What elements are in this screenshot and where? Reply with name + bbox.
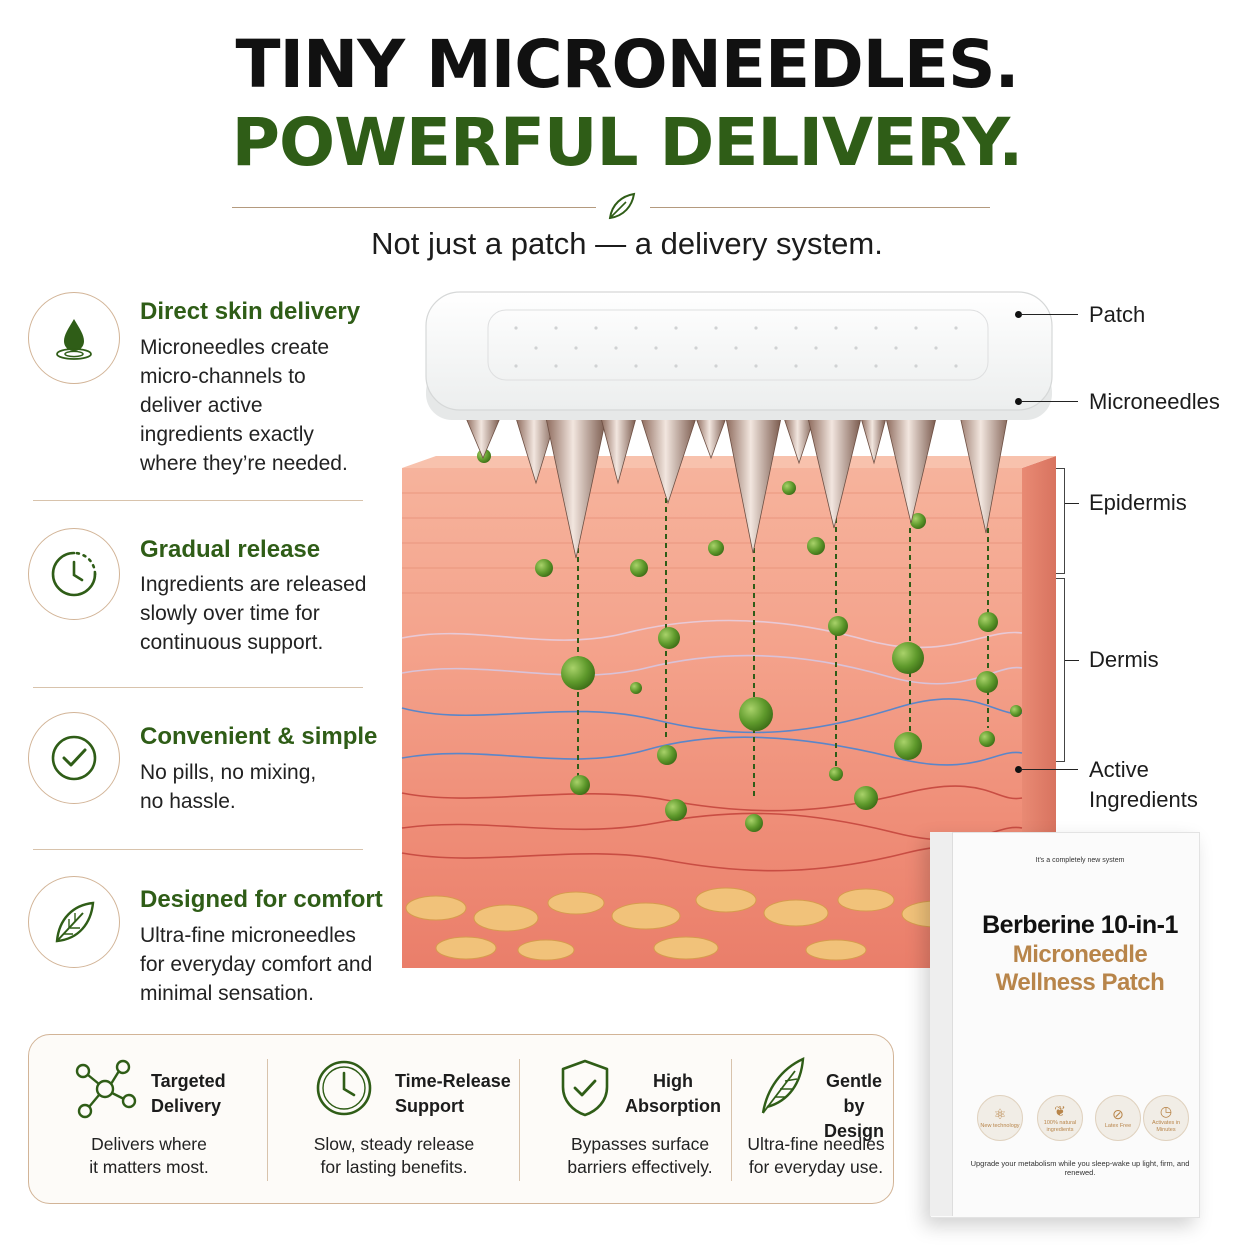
epidermis-bracket [1056, 468, 1065, 574]
box-tagline: It's a completely new system [1035, 857, 1125, 864]
box-product-name-line-3: Wellness Patch [995, 969, 1165, 996]
box-product-name-line-2: Microneedle [1012, 941, 1148, 968]
header-divider-left [232, 207, 596, 208]
epidermis-pointer-line [1065, 503, 1079, 504]
skin-diagram [401, 291, 1056, 968]
benefit-title: Time-Release Support [395, 1071, 511, 1116]
benefit-title: High Absorption [625, 1071, 721, 1116]
ingredients-pointer-dot [1015, 766, 1022, 773]
benefit-title: Targeted Delivery [151, 1071, 226, 1116]
dermis-pointer-line [1065, 660, 1079, 661]
box-badge-label: Latex Free [1104, 1123, 1132, 1129]
feature-title: Direct skin delivery [140, 298, 361, 325]
microneedles-pointer-line [1020, 401, 1078, 402]
benefit-description: Bypasses surface barriers effectively. [567, 1134, 713, 1177]
dermis-bracket [1056, 578, 1065, 762]
patch-pointer-line [1020, 314, 1078, 315]
timer-icon: ◷ [1159, 1102, 1173, 1119]
clock-icon [51, 551, 97, 597]
product-box: It's a completely new system Berberine 1… [930, 832, 1200, 1218]
box-footer-text: Upgrade your metabolism while you sleep-… [970, 1159, 1190, 1177]
box-badge: ⊘ Latex Free [1095, 1095, 1141, 1141]
box-product-name-line-1: Berberine 10-in-1 [982, 911, 1178, 939]
feature-divider [33, 500, 363, 501]
benefit-description: Ultra-fine needles for everyday use. [747, 1134, 885, 1177]
label-epidermis: Epidermis [1089, 490, 1187, 515]
box-badge: ⚛ New technology [977, 1095, 1023, 1141]
feature-description: No pills, no mixing, no hassle. [140, 761, 317, 813]
leaf-icon: ❦ [1054, 1102, 1066, 1119]
subtitle: Not just a patch — a delivery system. [371, 226, 883, 261]
droplet-icon [56, 319, 92, 360]
feature-title: Convenient & simple [140, 723, 378, 750]
leaf-icon [608, 192, 636, 220]
label-patch: Patch [1089, 302, 1146, 327]
patch-pointer-dot [1015, 311, 1022, 318]
shield-check-icon [561, 1059, 609, 1117]
benefit-separator [519, 1059, 520, 1181]
microneedles [465, 397, 1012, 559]
dermis-fibers [401, 619, 1023, 872]
feather-icon [761, 1057, 805, 1114]
ingredients-pointer-line [1020, 769, 1078, 770]
no-latex-icon: ⊘ [1112, 1106, 1124, 1122]
feature-icon-circle [28, 876, 120, 968]
feature-icon-circle [28, 712, 120, 804]
benefit-separator [267, 1059, 268, 1181]
benefit-description: Slow, steady release for lasting benefit… [313, 1134, 475, 1177]
feature-description: Microneedles create micro-channels to de… [140, 336, 348, 475]
benefit-title: Gentle by Design [823, 1071, 884, 1141]
benefit-description: Delivers where it matters most. [89, 1134, 209, 1177]
box-badge-label: Activates in Minutes [1151, 1119, 1181, 1133]
box-badge-label: 100% natural ingredients [1043, 1119, 1077, 1133]
skin-block-top [402, 456, 1056, 468]
label-dermis: Dermis [1089, 647, 1159, 672]
benefits-strip: Targeted Delivery Delivers where it matt… [28, 1034, 894, 1204]
feature-icon-circle [28, 292, 120, 384]
headline-line-2: POWERFUL DELIVERY. [231, 104, 1024, 181]
header-divider-right [650, 207, 990, 208]
leaf-icon [55, 901, 95, 943]
feature-icon-circle [28, 528, 120, 620]
feature-divider [33, 849, 363, 850]
molecule-icon [75, 1059, 137, 1119]
feature-title: Designed for comfort [140, 886, 383, 913]
label-microneedles: Microneedles [1089, 389, 1220, 414]
feature-divider [33, 687, 363, 688]
product-box-side [930, 832, 953, 1216]
box-badge: ❦ 100% natural ingredients [1037, 1095, 1083, 1141]
molecule-icon: ⚛ [993, 1106, 1007, 1122]
label-active-ingredients: Active Ingredients [1089, 757, 1198, 812]
active-ingredient-particles [477, 449, 1022, 832]
box-badge: ◷ Activates in Minutes [1143, 1095, 1189, 1141]
patch [425, 291, 1053, 420]
feature-description: Ingredients are released slowly over tim… [140, 573, 367, 654]
feature-title: Gradual release [140, 536, 321, 563]
box-badge-label: New technology [980, 1123, 1020, 1129]
feature-description: Ultra-fine microneedles for everyday com… [140, 924, 373, 1005]
checkmark-icon [51, 735, 97, 781]
clock-icon [316, 1060, 372, 1116]
microneedles-pointer-dot [1015, 398, 1022, 405]
benefit-separator [731, 1059, 732, 1181]
headline-line-1: TINY MICRONEEDLES. [235, 26, 1019, 103]
